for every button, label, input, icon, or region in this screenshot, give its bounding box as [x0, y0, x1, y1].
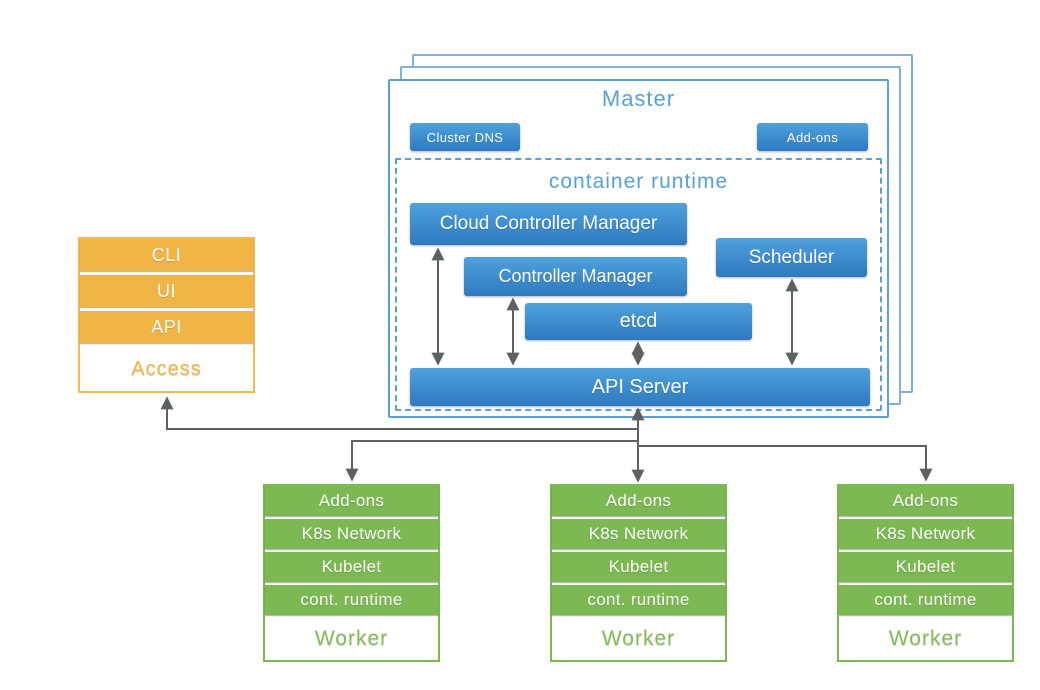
worker-label: Worker [601, 627, 676, 650]
api-server-box: API Server [410, 368, 870, 406]
worker-item-cont-runtime: cont. runtime [839, 585, 1012, 615]
access-item-cli: CLI [80, 239, 253, 271]
arrow-api-server-worker-left [345, 440, 638, 482]
arrow-api-server-worker-right [638, 445, 933, 482]
container-runtime-title: container runtime [548, 170, 729, 193]
worker-panel-left: Add-ons K8s Network Kubelet cont. runtim… [263, 484, 440, 662]
worker-item-addons: Add-ons [552, 486, 725, 516]
worker-label: Worker [888, 627, 963, 650]
worker-item-addons: Add-ons [265, 486, 438, 516]
worker-item-k8s-network: K8s Network [265, 519, 438, 549]
worker-label: Worker [314, 627, 389, 650]
worker-item-kubelet: Kubelet [265, 552, 438, 582]
access-item-api: API [80, 311, 253, 343]
access-panel: CLI UI API Access [78, 237, 255, 393]
etcd-box: etcd [525, 303, 752, 340]
worker-item-cont-runtime: cont. runtime [265, 585, 438, 615]
worker-item-kubelet: Kubelet [839, 552, 1012, 582]
master-title: Master [601, 86, 676, 111]
cloud-controller-manager-box: Cloud Controller Manager [410, 203, 687, 245]
worker-item-k8s-network: K8s Network [552, 519, 725, 549]
worker-item-cont-runtime: cont. runtime [552, 585, 725, 615]
access-label: Access [131, 357, 202, 380]
access-item-ui: UI [80, 275, 253, 307]
worker-item-k8s-network: K8s Network [839, 519, 1012, 549]
worker-panel-right: Add-ons K8s Network Kubelet cont. runtim… [837, 484, 1014, 662]
scheduler-box: Scheduler [716, 238, 867, 277]
controller-manager-box: Controller Manager [464, 257, 687, 296]
master-addons-box: Add-ons [757, 123, 868, 151]
worker-panel-middle: Add-ons K8s Network Kubelet cont. runtim… [550, 484, 727, 662]
worker-item-addons: Add-ons [839, 486, 1012, 516]
worker-item-kubelet: Kubelet [552, 552, 725, 582]
cluster-dns-box: Cluster DNS [410, 123, 520, 151]
